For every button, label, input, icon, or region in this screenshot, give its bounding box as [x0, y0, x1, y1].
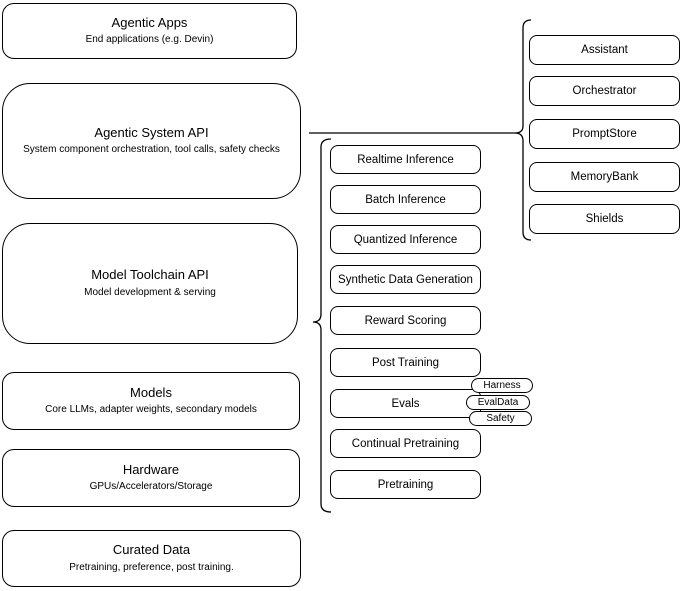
layer-subtitle: System component orchestration, tool cal…	[23, 144, 280, 156]
layer-subtitle: End applications (e.g. Devin)	[85, 34, 214, 46]
component-label: PromptStore	[572, 128, 637, 140]
evals-tag-pill-safety: Safety	[469, 411, 532, 426]
evals-tag-pill-evaldata: EvalData	[466, 395, 530, 410]
service-box-reward-scoring: Reward Scoring	[330, 306, 481, 335]
component-box-promptstore: PromptStore	[529, 119, 680, 149]
component-label: Orchestrator	[572, 85, 637, 97]
layer-subtitle: Core LLMs, adapter weights, secondary mo…	[45, 404, 257, 416]
service-box-batch-inference: Batch Inference	[330, 185, 481, 214]
service-box-evals: Evals	[330, 389, 481, 418]
evals-tag-label: Harness	[483, 380, 521, 391]
component-box-memorybank: MemoryBank	[529, 162, 680, 192]
service-label: Post Training	[371, 356, 440, 369]
component-label: MemoryBank	[570, 171, 639, 183]
layer-title: Agentic System API	[94, 124, 209, 140]
component-box-orchestrator: Orchestrator	[529, 76, 680, 106]
service-label: Realtime Inference	[357, 153, 454, 166]
service-label: Reward Scoring	[364, 314, 447, 327]
layer-subtitle: GPUs/Accelerators/Storage	[89, 481, 213, 493]
layer-box-agentic-system-api: Agentic System API System component orch…	[2, 83, 301, 199]
layer-box-hardware: Hardware GPUs/Accelerators/Storage	[2, 449, 300, 507]
layer-title: Models	[130, 384, 172, 400]
toolchain-brace	[312, 138, 332, 513]
layer-subtitle: Model development & serving	[84, 286, 216, 298]
service-label: Synthetic Data Generation	[338, 273, 473, 286]
evals-tag-label: Safety	[486, 413, 515, 424]
service-box-synthetic-data-generation: Synthetic Data Generation	[330, 265, 481, 294]
layer-title: Model Toolchain API	[91, 267, 209, 283]
layer-title: Hardware	[122, 461, 180, 477]
layer-subtitle: Pretraining, preference, post training.	[69, 561, 234, 573]
component-label: Shields	[585, 213, 624, 225]
component-box-assistant: Assistant	[529, 35, 680, 65]
service-box-post-training: Post Training	[330, 348, 481, 377]
service-label: Continual Pretraining	[351, 437, 460, 450]
service-box-pretraining: Pretraining	[330, 470, 481, 499]
layer-title: Curated Data	[112, 542, 191, 558]
evals-tag-label: EvalData	[477, 397, 519, 408]
layer-box-curated-data: Curated Data Pretraining, preference, po…	[2, 530, 301, 587]
service-box-continual-pretraining: Continual Pretraining	[330, 429, 481, 458]
layer-title: Agentic Apps	[111, 14, 188, 30]
layer-box-model-toolchain-api: Model Toolchain API Model development & …	[2, 223, 298, 344]
layer-box-agentic-apps: Agentic Apps End applications (e.g. Devi…	[2, 3, 297, 59]
component-box-shields: Shields	[529, 204, 680, 234]
component-label: Assistant	[581, 44, 628, 56]
service-box-realtime-inference: Realtime Inference	[330, 145, 481, 174]
service-label: Quantized Inference	[353, 233, 458, 246]
service-box-quantized-inference: Quantized Inference	[330, 225, 481, 254]
evals-tag-pill-harness: Harness	[471, 378, 533, 393]
service-label: Pretraining	[377, 478, 434, 491]
layer-box-models: Models Core LLMs, adapter weights, secon…	[2, 372, 300, 430]
service-label: Batch Inference	[365, 193, 446, 206]
service-label: Evals	[391, 397, 420, 410]
